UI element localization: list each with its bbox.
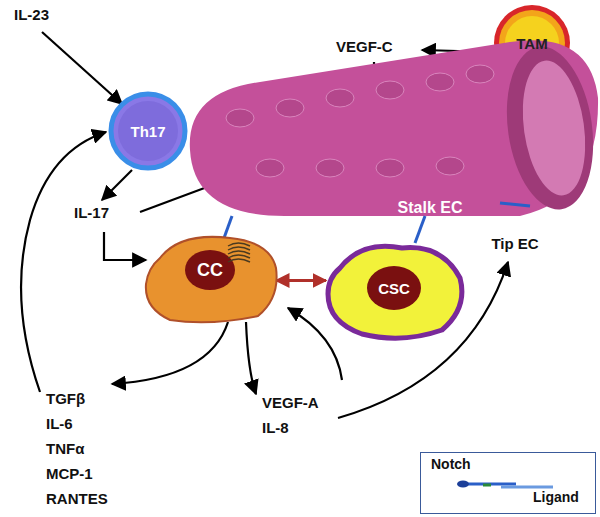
signal-label: VEGF-C [336,38,393,55]
legend-text: Notch [431,456,471,472]
signal-label: RANTES [46,490,108,507]
signal-label: MCP-1 [46,465,93,482]
node-label: CSC [378,280,410,297]
signal-label: VEGF-A [262,394,319,411]
blood-vessel: Stalk ECTip EC [180,28,600,228]
cancer-stem-cell: CSC [322,238,467,343]
node-label: TAM [516,35,547,52]
signal-label: TNFα [46,440,84,457]
legend-text: Ligand [533,489,579,505]
node-outline [180,28,600,228]
signal-label: IL-23 [14,6,49,23]
signal-label: IL-8 [262,419,289,436]
cancer-cell: CC [140,228,280,323]
node-label: Tip EC [491,235,538,252]
node-label: Th17 [130,123,165,140]
legend-box: NotchLigand [420,452,596,514]
signal-label: IL-17 [74,204,109,221]
interaction-arrow [276,279,326,282]
node-label: Stalk EC [398,199,463,217]
signal-label: TGFβ [46,390,85,407]
th17-cell: Th17 [108,91,188,171]
node-label: CC [197,260,223,281]
signal-label: IL-6 [46,415,73,432]
